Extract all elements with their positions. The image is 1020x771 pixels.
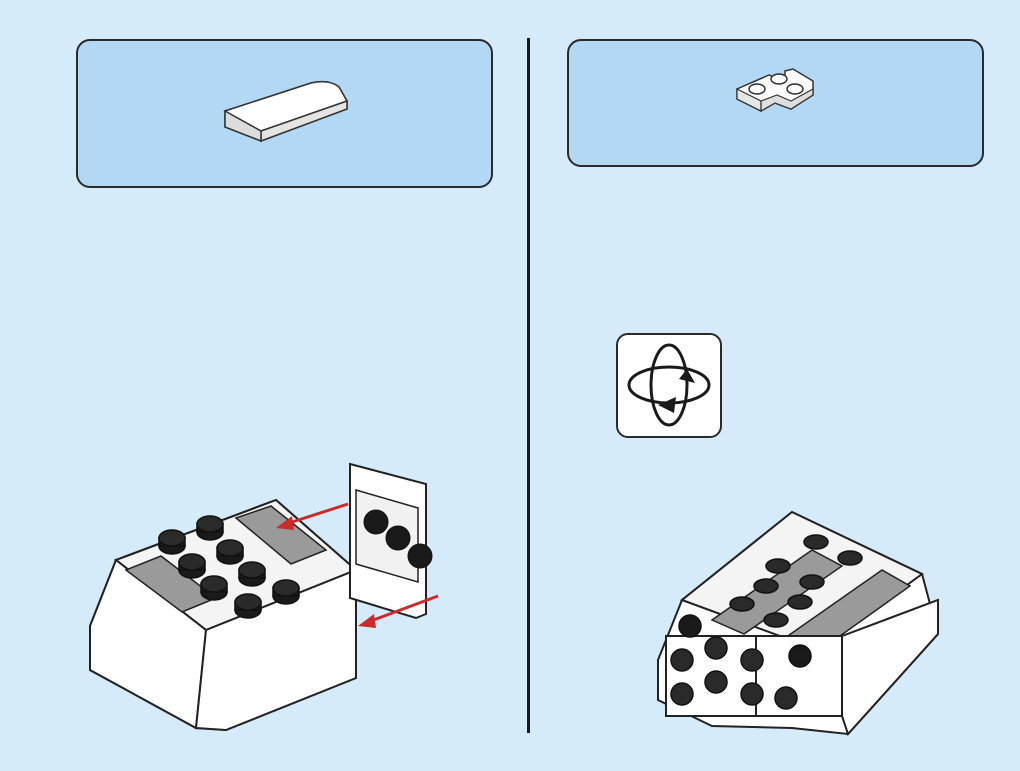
curved-slope-part-icon <box>221 75 351 151</box>
rotate-model-icon <box>616 333 722 438</box>
parts-callout-step-2 <box>567 39 984 167</box>
parts-callout-step-1 <box>76 39 493 188</box>
rotate-arrows-icon <box>618 335 720 436</box>
step-2-build-illustration <box>652 510 942 736</box>
step-1-build-illustration <box>86 460 486 735</box>
corner-plate-part-icon <box>733 67 817 119</box>
step-divider <box>527 38 530 733</box>
